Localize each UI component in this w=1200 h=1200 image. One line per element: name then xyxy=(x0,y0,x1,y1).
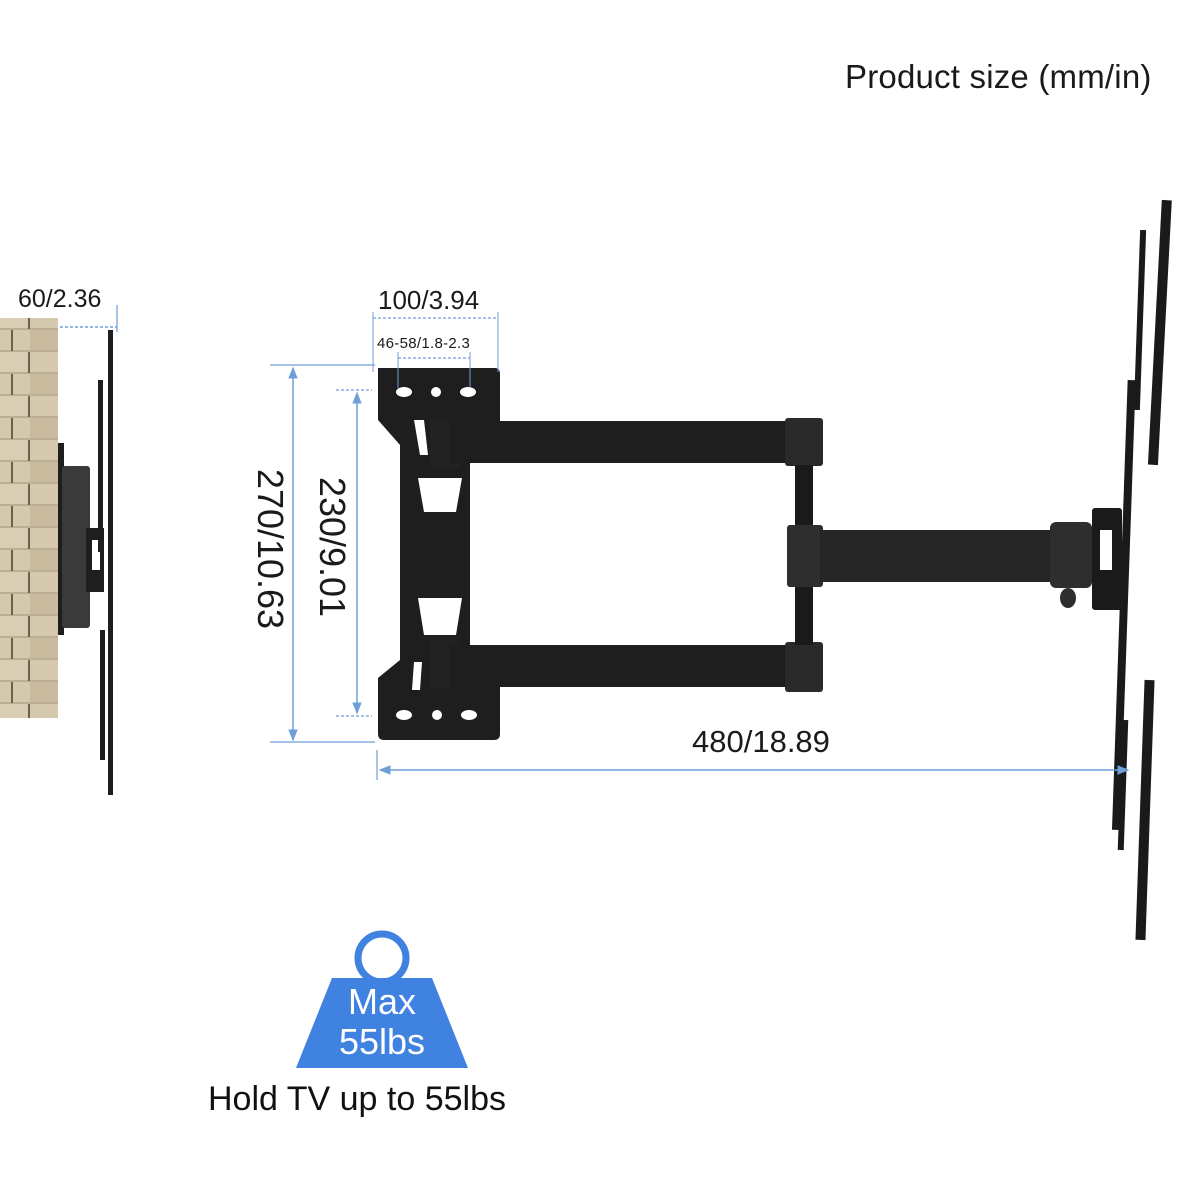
weight-badge: Max 55lbs xyxy=(296,982,468,1062)
max-extension-label: 480/18.89 xyxy=(692,724,830,759)
weight-badge-line2: 55lbs xyxy=(338,1021,426,1062)
stone-wall xyxy=(0,318,58,718)
mount-hole xyxy=(396,387,412,397)
depth-label: 60/2.36 xyxy=(18,285,102,313)
side-view xyxy=(0,305,118,795)
wall-plate-height-label: 270/10.63 xyxy=(250,468,291,630)
weight-caption: Hold TV up to 55lbs xyxy=(208,1080,506,1118)
articulating-arms xyxy=(430,418,1092,692)
weight-badge-line1: Max xyxy=(347,981,416,1022)
wall-plate-width-label: 100/3.94 xyxy=(378,285,480,315)
tv-bracket xyxy=(1092,199,1172,941)
mount-hole xyxy=(431,387,441,397)
dimension-lines xyxy=(270,312,1130,780)
mount-hole xyxy=(460,387,476,397)
hole-spacing-label: 46-58/1.8-2.3 xyxy=(377,335,471,352)
hole-vertical-spacing-label: 230/9.01 xyxy=(312,476,353,618)
mount-hole xyxy=(396,710,412,720)
page-title: Product size (mm/in) xyxy=(845,58,1152,95)
weight-icon xyxy=(296,930,468,1068)
mount-hole xyxy=(461,710,477,720)
mount-hole xyxy=(432,710,442,720)
